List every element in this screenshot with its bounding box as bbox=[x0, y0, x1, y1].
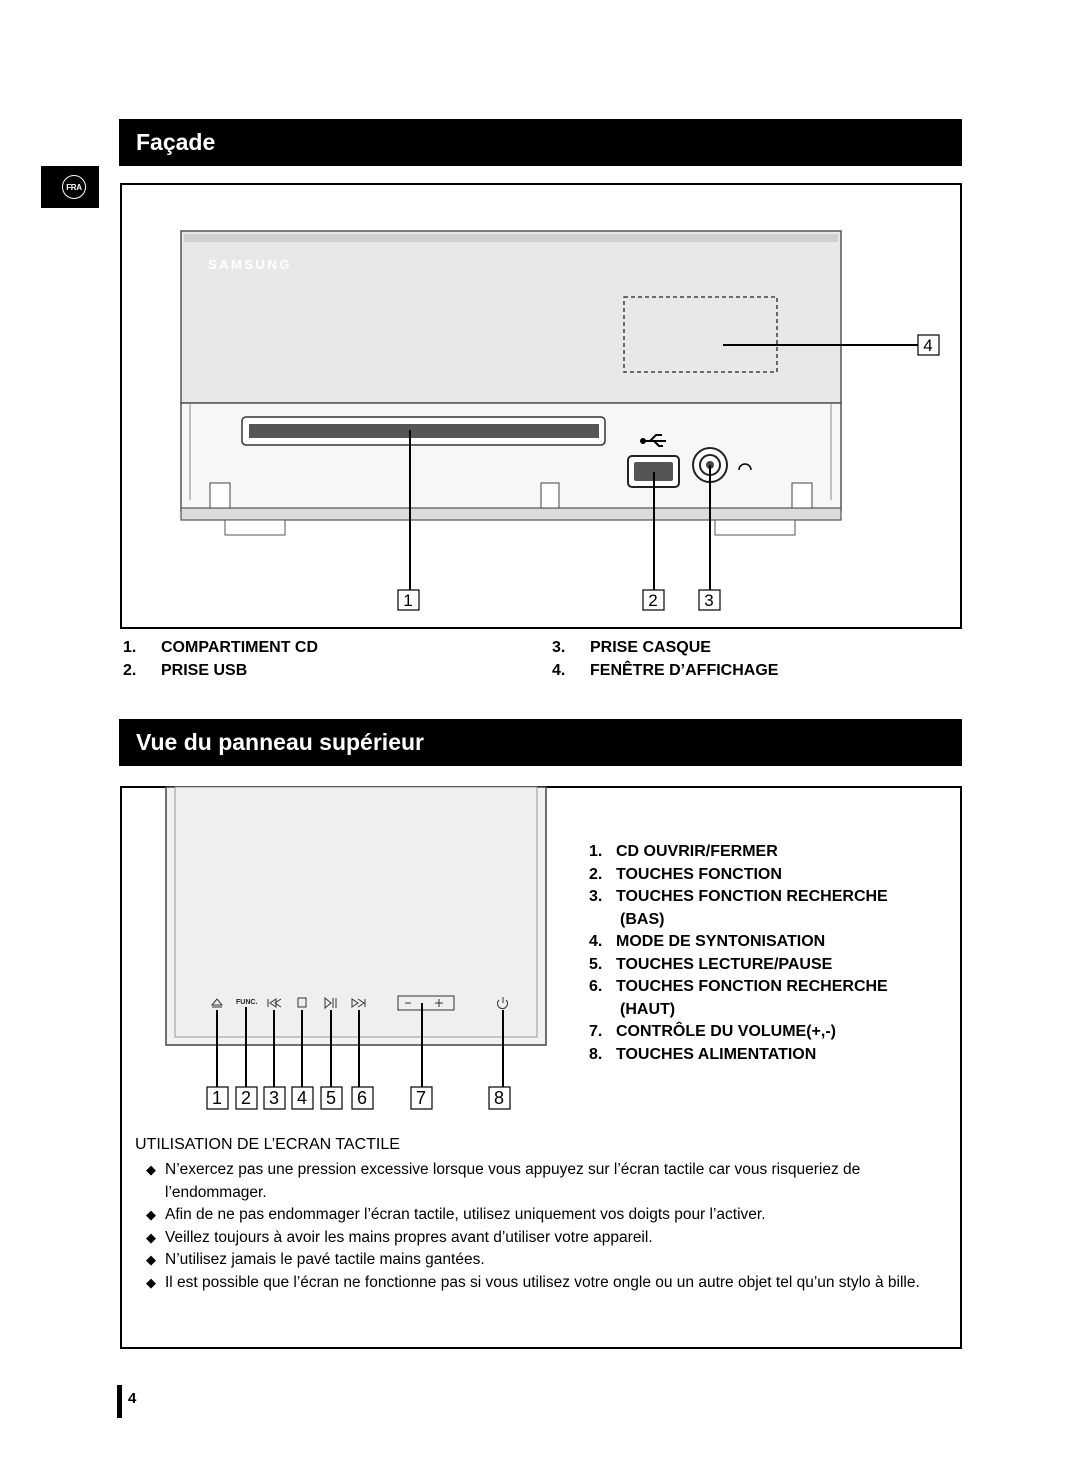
page-number-marker bbox=[117, 1385, 122, 1418]
top-callout-4: 4 bbox=[297, 1088, 307, 1108]
facade-section-title: Façade bbox=[119, 119, 962, 166]
top-callout-5: 5 bbox=[326, 1088, 336, 1108]
legend-row: 1.COMPARTIMENT CD bbox=[123, 636, 318, 659]
front-view-frame bbox=[120, 183, 962, 629]
tuner-mode-icon bbox=[297, 997, 307, 1008]
list-item: 6.TOUCHES FONCTION RECHERCHE bbox=[589, 978, 888, 995]
device-top-edge bbox=[184, 234, 838, 242]
legend-display: FENÊTRE D’AFFICHAGE bbox=[590, 662, 779, 679]
legend-row: 3.PRISE CASQUE bbox=[552, 636, 778, 659]
front-legend-left: 1.COMPARTIMENT CD 2.PRISE USB bbox=[123, 636, 318, 682]
top-callout-box-1 bbox=[206, 1086, 229, 1110]
touch-screen-title: UTILISATION DE L’ECRAN TACTILE bbox=[135, 1136, 400, 1153]
top-callout-3: 3 bbox=[269, 1088, 279, 1108]
list-item: 1.CD OUVRIR/FERMER bbox=[589, 843, 778, 860]
top-callout-8: 8 bbox=[494, 1088, 504, 1108]
diamond-bullet-icon: ◆ bbox=[146, 1162, 156, 1177]
legend-row: 4.FENÊTRE D’AFFICHAGE bbox=[552, 659, 778, 682]
top-callout-box-8 bbox=[488, 1086, 511, 1110]
page-number: 4 bbox=[128, 1390, 137, 1407]
top-callout-1: 1 bbox=[212, 1088, 222, 1108]
device-top-panel bbox=[180, 230, 842, 404]
top-callout-box-3 bbox=[263, 1086, 286, 1110]
search-forward-icon bbox=[351, 998, 366, 1008]
callout-box-1 bbox=[397, 589, 420, 611]
list-item: 8.TOUCHES ALIMENTATION bbox=[589, 1045, 817, 1063]
list-item: 4.MODE DE SYNTONISATION bbox=[589, 933, 826, 950]
diamond-bullet-icon: ◆ bbox=[146, 1252, 156, 1267]
list-item-continuation: (BAS) bbox=[620, 910, 665, 928]
callout-box-3 bbox=[698, 589, 721, 611]
legend-cd-compartment: COMPARTIMENT CD bbox=[161, 639, 319, 656]
front-legend-right: 3.PRISE CASQUE 4.FENÊTRE D’AFFICHAGE bbox=[552, 636, 778, 682]
top-callout-box-5 bbox=[320, 1086, 343, 1110]
legend-headphone: PRISE CASQUE bbox=[590, 639, 711, 656]
legend-row: 2.PRISE USB bbox=[123, 659, 318, 682]
headphone-icon bbox=[738, 463, 752, 471]
top-panel-legend: 1.CD OUVRIR/FERMER 2.TOUCHES FONCTION 3.… bbox=[589, 841, 888, 1066]
touch-screen-bullets: ◆N’exercez pas une pression excessive lo… bbox=[146, 1159, 958, 1294]
top-callout-box-7 bbox=[410, 1086, 433, 1110]
eject-icon bbox=[210, 998, 224, 1006]
callout-box-2 bbox=[642, 589, 665, 611]
top-callout-box-4 bbox=[291, 1086, 314, 1110]
top-panel-section-title: Vue du panneau supérieur bbox=[119, 719, 962, 766]
display-window bbox=[623, 296, 778, 373]
clip-middle bbox=[540, 482, 560, 509]
callout-label-2: 2 bbox=[648, 591, 657, 610]
device-base bbox=[180, 507, 842, 521]
bullet-item: ◆Afin de ne pas endommager l’écran tacti… bbox=[146, 1204, 958, 1227]
usb-icon bbox=[640, 434, 666, 447]
diamond-bullet-icon: ◆ bbox=[146, 1229, 156, 1245]
callout-label-4: 4 bbox=[923, 336, 932, 355]
power-icon bbox=[497, 999, 508, 1009]
diamond-bullet-icon: ◆ bbox=[146, 1207, 156, 1222]
top-callout-2: 2 bbox=[241, 1088, 251, 1108]
func-label: FUNC. bbox=[236, 999, 257, 1006]
list-item: 7.CONTRÔLE DU VOLUME(+,-) bbox=[589, 1023, 836, 1040]
volume-control bbox=[397, 995, 455, 1011]
cd-slot-opening bbox=[249, 424, 599, 438]
top-callout-box-6 bbox=[351, 1086, 374, 1110]
list-item: 2.TOUCHES FONCTION bbox=[589, 865, 782, 883]
device-foot-right bbox=[714, 519, 796, 536]
callout-box-4 bbox=[917, 334, 940, 356]
language-badge: FRA bbox=[62, 175, 86, 199]
list-item: 3.TOUCHES FONCTION RECHERCHE bbox=[589, 888, 888, 905]
bullet-item: ◆N’utilisez jamais le pavé tactile mains… bbox=[146, 1249, 958, 1272]
callout-label-3: 3 bbox=[704, 591, 713, 610]
diamond-bullet-icon: ◆ bbox=[146, 1274, 156, 1290]
top-callout-6: 6 bbox=[357, 1088, 367, 1108]
legend-usb-port: PRISE USB bbox=[161, 662, 248, 679]
clip-right bbox=[791, 482, 813, 509]
top-callout-7: 7 bbox=[416, 1088, 426, 1108]
bullet-item: ◆Il est possible que l’écran ne fonction… bbox=[146, 1272, 958, 1295]
list-item: 5.TOUCHES LECTURE/PAUSE bbox=[589, 955, 833, 973]
bullet-item: ◆Veillez toujours à avoir les mains prop… bbox=[146, 1227, 958, 1250]
list-item-continuation: (HAUT) bbox=[620, 1000, 676, 1018]
top-callout-box-2 bbox=[235, 1086, 258, 1110]
brand-logo: SAMSUNG bbox=[208, 257, 292, 272]
search-back-icon bbox=[267, 998, 282, 1008]
play-pause-icon bbox=[324, 996, 337, 1010]
device-foot-left bbox=[224, 519, 286, 536]
callout-label-1: 1 bbox=[403, 591, 412, 610]
bullet-item: ◆N’exercez pas une pression excessive lo… bbox=[146, 1159, 958, 1204]
clip-left bbox=[209, 482, 231, 509]
